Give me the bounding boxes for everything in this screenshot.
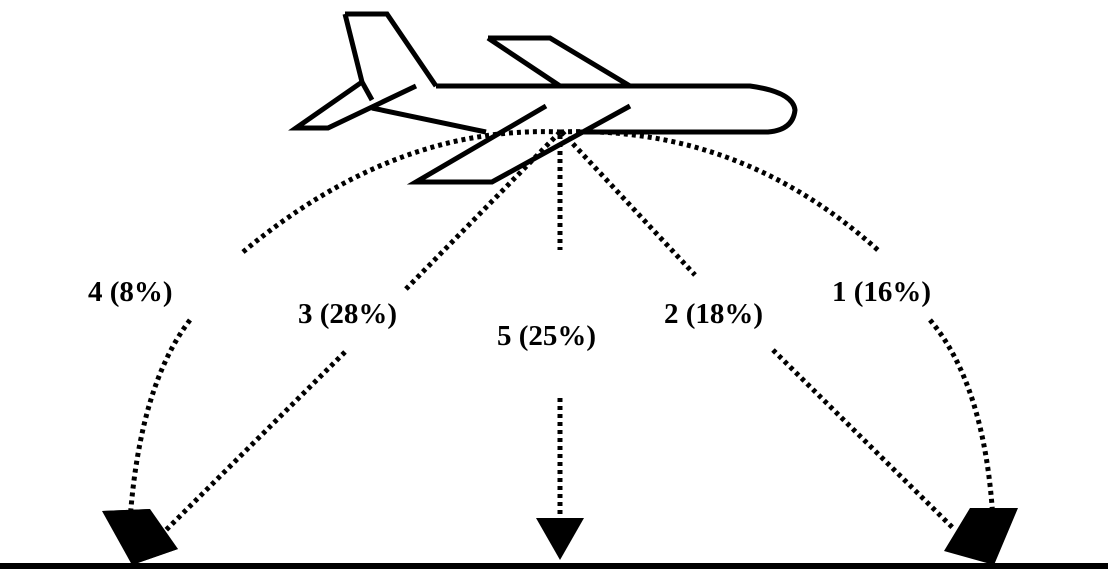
path-3-lower [160,350,347,536]
path-percent: (25%) [518,320,597,352]
path-percent: (28%) [319,298,398,330]
arrowhead-right-icon [944,508,1018,565]
path-percent: (18%) [685,298,764,330]
path-2-upper [560,130,697,277]
path-number: 1 [832,276,847,308]
airplane-icon [288,11,798,185]
path-label-2: 2 (18%) [664,300,763,329]
path-4-upper [241,129,561,254]
path-number: 2 [664,298,679,330]
path-label-1: 1 (16%) [832,278,931,307]
path-3-upper [403,130,562,292]
path-percent: (16%) [853,276,932,308]
arrowhead-left-fill-icon [102,509,178,565]
path-number: 4 [88,276,103,308]
path-number: 3 [298,298,313,330]
path-label-4: 4 (8%) [88,278,173,307]
path-2-lower [771,348,957,532]
path-1-lower [928,318,996,521]
path-label-3: 3 (28%) [298,300,397,329]
path-number: 5 [497,320,512,352]
arrowhead-center-icon [536,518,584,560]
path-percent: (8%) [109,276,173,308]
path-4-lower [127,318,192,521]
path-label-5: 5 (25%) [497,322,596,351]
path-1-upper [559,129,882,254]
